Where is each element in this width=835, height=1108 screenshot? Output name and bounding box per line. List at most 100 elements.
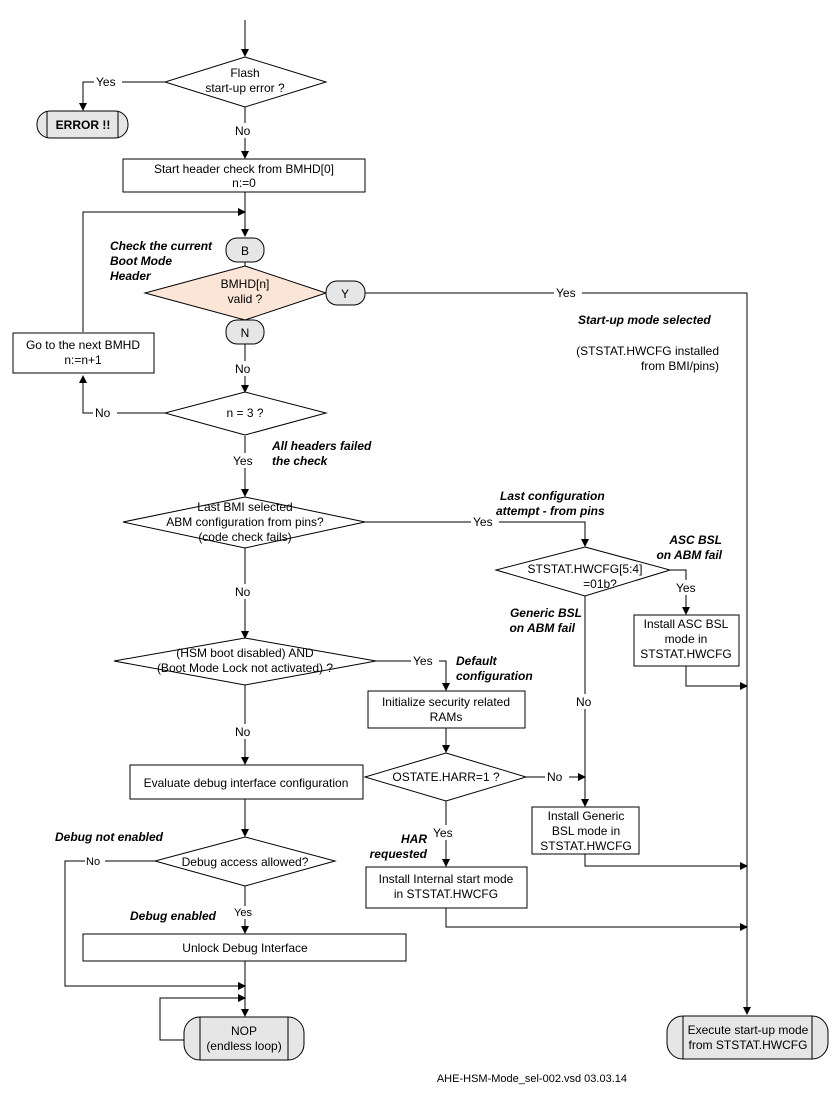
- edge-n-no: No: [235, 362, 251, 376]
- last-bmi-line2: ABM configuration from pins?: [166, 515, 324, 529]
- annot-har-requested-1: HAR: [401, 832, 427, 846]
- edge-n3-yes: Yes: [233, 454, 253, 468]
- debug-access-label: Debug access allowed?: [182, 855, 309, 869]
- annotations: Check the current Boot Mode Header Start…: [55, 239, 723, 923]
- install-internal-line2: in STSTAT.HWCFG: [394, 887, 498, 901]
- edge-ostate-yes: Yes: [433, 826, 453, 840]
- n-equals-3-label: n = 3 ?: [226, 406, 263, 420]
- edge-n3-no: No: [95, 406, 111, 420]
- edge-hwcfg-no: No: [576, 695, 592, 709]
- next-bmhd-box: Go to the next BMHD n:=n+1: [12, 332, 155, 374]
- annot-har-requested-2: requested: [370, 847, 428, 861]
- annot-check-current-1: Check the current: [110, 239, 213, 253]
- edge-hsm-no: No: [235, 725, 251, 739]
- connector-b: B: [225, 237, 265, 263]
- annot-all-failed-2: the check: [272, 454, 329, 468]
- install-generic-line1: Install Generic: [548, 809, 625, 823]
- annot-default-config-1: Default: [456, 654, 498, 668]
- connector-y: Y: [325, 280, 366, 306]
- error-label: ERROR !!: [56, 118, 111, 132]
- next-bmhd-line1: Go to the next BMHD: [26, 338, 140, 352]
- annot-hwcfg-installed-1: (STSTAT.HWCFG installed: [576, 344, 719, 358]
- install-asc-line3: STSTAT.HWCFG: [640, 647, 732, 661]
- connectors: [64, 20, 751, 1041]
- init-security-line2: RAMs: [430, 710, 463, 724]
- annot-asc-bsl-1: ASC BSL: [668, 533, 722, 547]
- annot-last-config-2: attempt - from pins: [496, 504, 605, 518]
- install-internal-line1: Install Internal start mode: [379, 872, 514, 886]
- ostate-harr-label: OSTATE.HARR=1 ?: [392, 770, 500, 784]
- start-header-check-box: Start header check from BMHD[0] n:=0: [122, 158, 366, 193]
- evaluate-debug-label: Evaluate debug interface configuration: [144, 776, 349, 790]
- connector-n-label: N: [241, 326, 250, 340]
- connector-n: N: [225, 319, 265, 345]
- annot-debug-enabled: Debug enabled: [130, 909, 217, 923]
- error-terminator: ERROR !!: [36, 110, 129, 139]
- debug-access-decision: Debug access allowed?: [153, 836, 337, 887]
- hwcfg-decision: STSTAT.HWCFG[5:4] =01b?: [494, 546, 672, 597]
- edge-debug-no: No: [86, 856, 100, 868]
- nop-line1: NOP: [231, 1024, 257, 1038]
- install-generic-line2: BSL mode in: [552, 824, 620, 838]
- evaluate-debug-box: Evaluate debug interface configuration: [129, 764, 364, 800]
- install-asc-line1: Install ASC BSL: [644, 617, 729, 631]
- execute-terminator: Execute start-up mode from STSTAT.HWCFG: [666, 1015, 829, 1060]
- annot-generic-bsl-2: on ABM fail: [509, 621, 575, 635]
- install-asc-box: Install ASC BSL mode in STSTAT.HWCFG: [633, 614, 740, 667]
- start-header-line2: n:=0: [232, 176, 256, 190]
- unlock-debug-box: Unlock Debug Interface: [82, 933, 407, 962]
- hsm-boot-line2: (Boot Mode Lock not activated) ?: [157, 661, 333, 675]
- flash-error-decision: Flash start-up error ?: [163, 56, 328, 108]
- install-internal-box: Install Internal start mode in STSTAT.HW…: [365, 866, 528, 909]
- edge-hsm-yes: Yes: [413, 654, 433, 668]
- bmhd-valid-line2: valid ?: [228, 292, 263, 306]
- edge-hwcfg-yes: Yes: [676, 581, 696, 595]
- flash-error-line1: Flash: [230, 66, 259, 80]
- edge-bmi-no: No: [235, 585, 251, 599]
- bmhd-valid-line1: BMHD[n]: [221, 277, 270, 291]
- install-generic-box: Install Generic BSL mode in STSTAT.HWCFG: [531, 806, 640, 855]
- edge-debug-yes: Yes: [234, 907, 252, 919]
- annot-default-config-2: configuration: [456, 669, 533, 683]
- ostate-harr-decision: OSTATE.HARR=1 ?: [363, 752, 528, 802]
- nop-terminator: NOP (endless loop): [183, 1016, 305, 1061]
- annot-generic-bsl-1: Generic BSL: [510, 606, 582, 620]
- flash-error-line2: start-up error ?: [205, 81, 285, 95]
- start-header-line1: Start header check from BMHD[0]: [154, 162, 334, 176]
- bmhd-valid-decision: BMHD[n] valid ?: [143, 265, 328, 321]
- next-bmhd-line2: n:=n+1: [64, 353, 102, 367]
- execute-line1: Execute start-up mode: [688, 1023, 809, 1037]
- annot-asc-bsl-2: on ABM fail: [656, 548, 722, 562]
- init-security-box: Initialize security related RAMs: [367, 690, 526, 729]
- edge-flash-no: No: [235, 124, 251, 138]
- edge-bmhd-yes: Yes: [556, 286, 576, 300]
- footer-filename: AHE-HSM-Mode_sel-002.vsd 03.03.14: [437, 1073, 627, 1085]
- last-bmi-line3: (code check fails): [198, 530, 291, 544]
- n-equals-3-decision: n = 3 ?: [163, 391, 328, 436]
- annot-hwcfg-installed-2: from BMI/pins): [641, 359, 719, 373]
- edge-bmi-yes: Yes: [473, 515, 493, 529]
- last-bmi-line1: Last BMI selected: [197, 500, 292, 514]
- edge-flash-yes: Yes: [96, 75, 116, 89]
- edge-ostate-no: No: [547, 770, 563, 784]
- hwcfg-line1: STSTAT.HWCFG[5:4]: [528, 562, 643, 576]
- hsm-boot-line1: (HSM boot disabled) AND: [176, 646, 314, 660]
- annot-check-current-3: Header: [110, 269, 152, 283]
- connector-b-label: B: [241, 244, 249, 258]
- init-security-line1: Initialize security related: [382, 695, 510, 709]
- execute-line2: from STSTAT.HWCFG: [689, 1038, 808, 1052]
- install-generic-line3: STSTAT.HWCFG: [540, 839, 632, 853]
- annot-startup-selected: Start-up mode selected: [578, 313, 711, 327]
- hsm-boot-decision: (HSM boot disabled) AND (Boot Mode Lock …: [113, 637, 377, 686]
- install-asc-line2: mode in: [665, 632, 708, 646]
- last-bmi-decision: Last BMI selected ABM configuration from…: [122, 496, 366, 549]
- nop-line2: (endless loop): [206, 1039, 281, 1053]
- edge-labels: Yes No Yes No No Yes Yes Yes No Yes No N…: [85, 74, 702, 919]
- annot-debug-not-enabled: Debug not enabled: [55, 830, 164, 844]
- annot-check-current-2: Boot Mode: [110, 254, 172, 268]
- annot-all-failed-1: All headers failed: [271, 439, 372, 453]
- connector-y-label: Y: [341, 287, 349, 301]
- hwcfg-line2: =01b?: [583, 577, 617, 591]
- annot-last-config-1: Last configuration: [500, 489, 605, 503]
